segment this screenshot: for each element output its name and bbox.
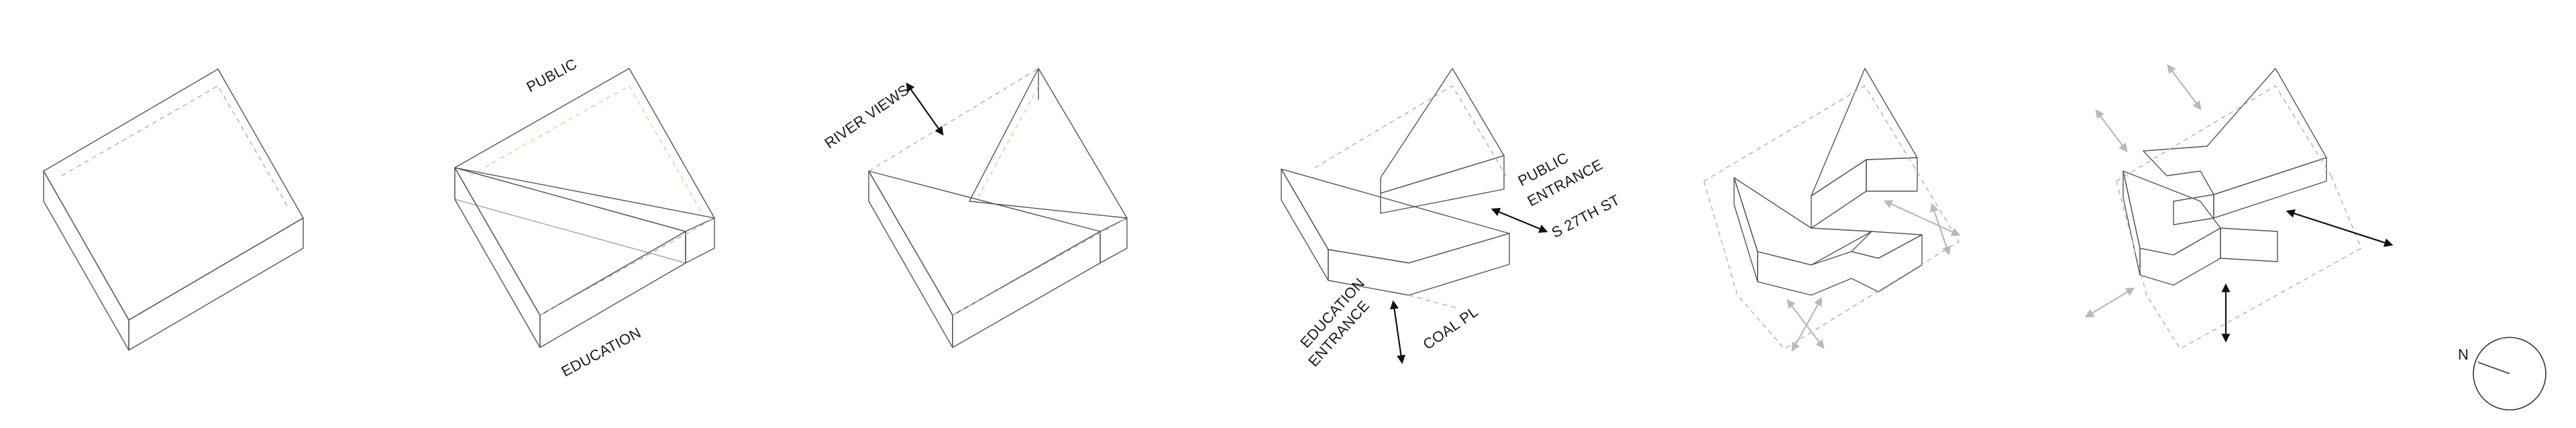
step-5-stepped-massing xyxy=(1703,68,1961,352)
north-arrow: N xyxy=(2458,337,2546,411)
river-views-arrow xyxy=(906,82,944,136)
coal-pl-label: COAL PL xyxy=(1420,303,1482,354)
public-label: PUBLIC xyxy=(524,55,580,95)
step-2-program-split: PUBLIC EDUCATION xyxy=(454,55,715,380)
views-arrow-south xyxy=(1786,299,1825,350)
final-arrow-east xyxy=(2286,209,2394,248)
education-label: EDUCATION xyxy=(559,324,644,380)
views-arrow-east xyxy=(1883,200,1961,236)
step-6-final-massing xyxy=(2084,64,2394,350)
river-views-label: RIVER VIEWS xyxy=(822,81,912,152)
step-3-river-views: RIVER VIEWS xyxy=(822,68,1128,348)
public-entrance-arrow xyxy=(1491,207,1548,233)
step-4-entrances: PUBLIC ENTRANCE S 27TH ST EDUCATION ENTR… xyxy=(1281,68,1623,370)
north-label: N xyxy=(2458,346,2469,363)
views-arrow-south-2 xyxy=(1791,297,1823,352)
street-label: S 27TH ST xyxy=(1549,191,1623,241)
final-arrow-nw xyxy=(2095,109,2128,153)
final-arrow-n xyxy=(2167,64,2202,111)
final-arrow-sw xyxy=(2084,287,2135,318)
education-entrance-arrow xyxy=(1389,300,1406,364)
views-arrow-east-2 xyxy=(1930,203,1951,256)
step-1-site-block xyxy=(43,68,304,351)
